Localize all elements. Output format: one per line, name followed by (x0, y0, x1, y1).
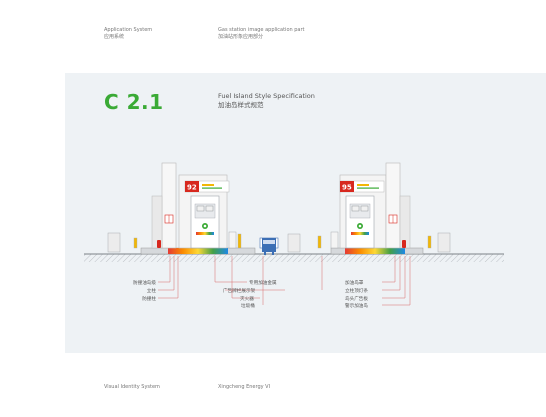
header-right: Gas station image application part 加油站形象… (218, 27, 305, 41)
right-price-sign: 95 (342, 184, 352, 192)
header-right-en: Gas station image application part (218, 27, 305, 33)
middle-label-group: 专用加油金属 广告牌栏展示架 灭火器 垃圾桶 (223, 279, 277, 309)
label-right-0: 加油岛罩 (345, 279, 364, 286)
right-label-group: 加油岛罩 立柱顶灯条 岛头广告板 警示加油岛 (345, 279, 368, 309)
content-panel (65, 73, 546, 353)
footer-right: Xingcheng Energy VI (218, 384, 271, 390)
label-middle-3: 垃圾桶 (241, 302, 255, 309)
label-middle-1: 广告牌栏展示架 (223, 287, 256, 294)
left-price-sign: 92 (187, 184, 197, 192)
label-right-2: 岛头广告板 (345, 295, 368, 302)
section-title-en: Fuel Island Style Specification (218, 92, 315, 100)
label-right-1: 立柱顶灯条 (345, 287, 368, 294)
section-title-cn: 加油岛样式规范 (218, 101, 264, 109)
header-left-en: Application System (104, 27, 153, 33)
right-fuel-island: 95 (330, 162, 451, 255)
ground (84, 253, 504, 262)
section-title: Fuel Island Style Specification 加油岛样式规范 (218, 92, 315, 110)
footer-left: Visual Identity System (104, 384, 160, 390)
header-left-cn: 应用系统 (104, 34, 125, 40)
label-middle-0: 专用加油金属 (249, 279, 277, 286)
label-right-3: 警示加油岛 (345, 302, 368, 309)
label-middle-2: 灭火器 (240, 296, 254, 302)
label-left-2: 防撞柱 (142, 295, 156, 302)
label-left-0: 防撞油岛级 (133, 279, 156, 286)
header-left: Application System 应用系统 (104, 27, 152, 41)
header-right-cn: 加油站形象应用部分 (218, 34, 264, 40)
leader-lines (158, 256, 411, 306)
label-left-1: 立柱 (147, 287, 157, 294)
left-fuel-island: 92 (107, 162, 256, 255)
middle-kiosk (259, 233, 322, 255)
left-extinguisher-icon (157, 240, 161, 248)
left-label-group: 防撞油岛级 立柱 防撞柱 (133, 279, 156, 302)
right-extinguisher-icon (402, 240, 406, 248)
section-code: C 2.1 (104, 90, 164, 114)
